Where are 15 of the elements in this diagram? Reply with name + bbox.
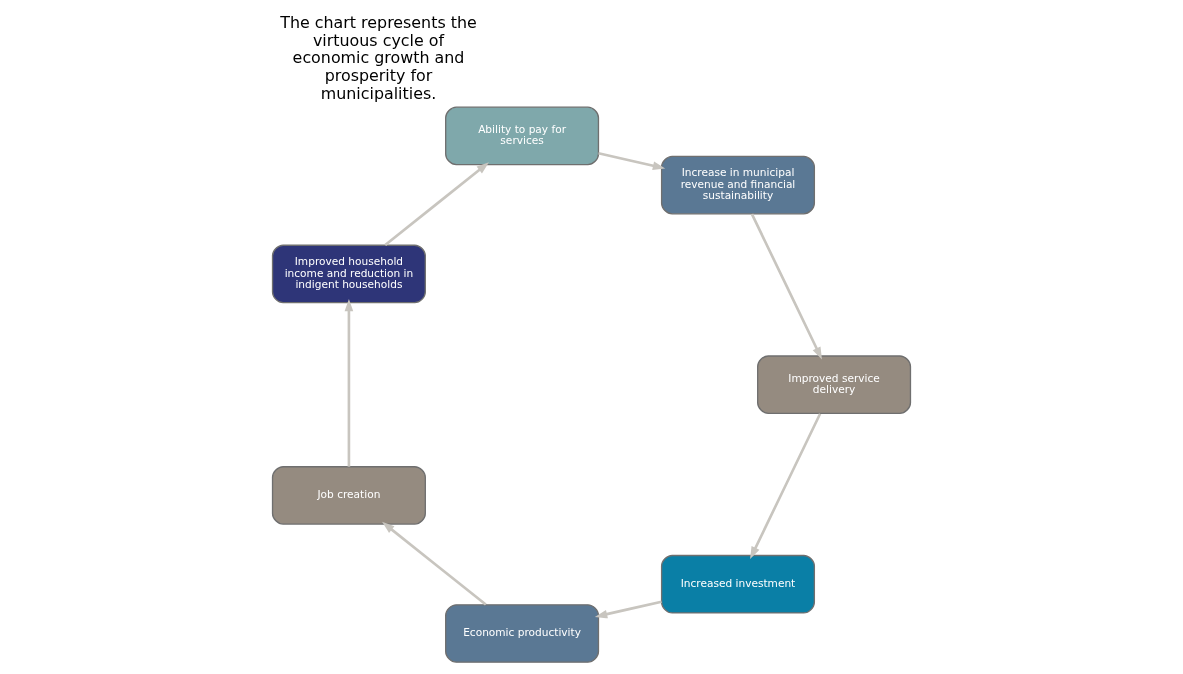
diagram-title: The chart represents the virtuous cycle of economic growth and prosperity for municipalities. — [280, 13, 477, 103]
arrow — [344, 298, 354, 467]
node-box: Increased investment — [660, 554, 816, 614]
arrow — [598, 152, 666, 170]
node-box: Improved service delivery — [757, 355, 912, 415]
node-box: Ability to pay for services — [445, 106, 600, 166]
node-box: Job creation — [271, 466, 426, 525]
arrow — [594, 600, 662, 619]
arrow — [750, 413, 822, 560]
arrow — [382, 521, 487, 606]
node-box: Improved household income and reduction in indigent households — [271, 244, 426, 304]
node-box: Increase in municipal revenue and financial sustainability — [660, 155, 816, 215]
node-box: Economic productivity — [445, 604, 600, 663]
arrow — [750, 213, 822, 360]
arrow — [384, 162, 489, 247]
